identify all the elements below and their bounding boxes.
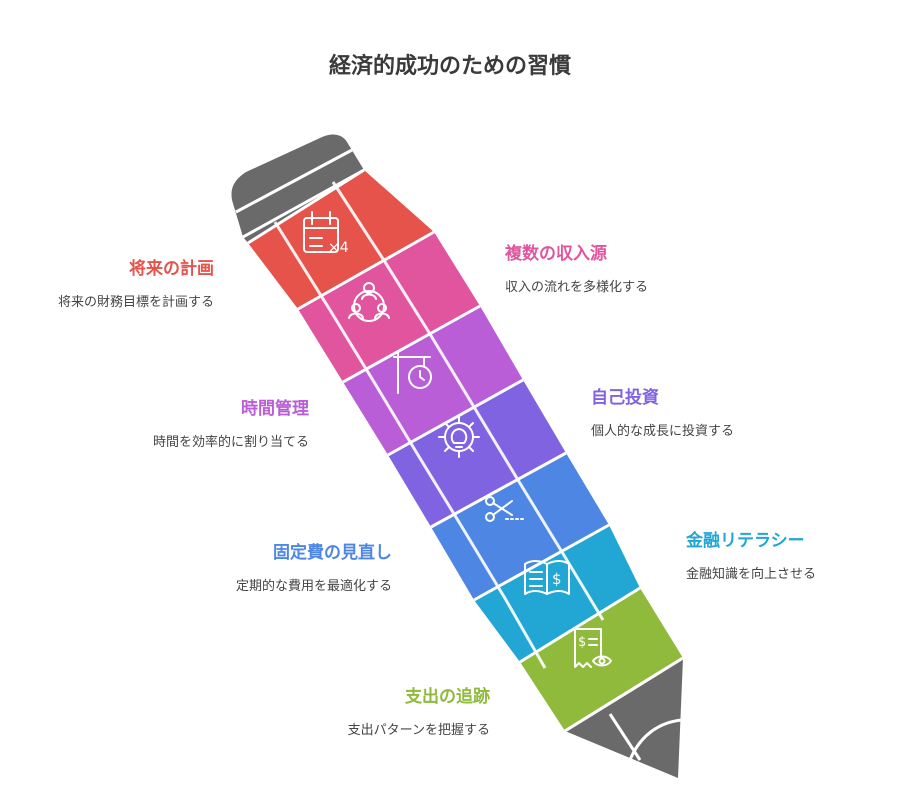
step-4-description: 個人的な成長に投資する (591, 424, 735, 439)
gear-lightbulb-icon (438, 416, 480, 458)
step-5-title: 固定費の見直し (273, 543, 392, 563)
step-3-title: 時間管理 (241, 399, 309, 419)
step-1-label: 将来の計画 将来の財務目標を計画する (58, 258, 214, 312)
step-6-label: 金融リテラシー 金融知識を向上させる (686, 530, 816, 584)
step-2-description: 収入の流れを多様化する (505, 280, 649, 295)
people-network-icon (348, 282, 390, 322)
segment-4 (388, 380, 566, 527)
pencil-tip (564, 656, 684, 778)
segment-6 (474, 525, 640, 662)
svg-text:$: $ (552, 570, 562, 588)
step-3-description: 時間を効率的に割り当てる (152, 435, 309, 450)
step-7-description: 支出パターンを把握する (347, 723, 490, 738)
step-3-label: 時間管理 時間を効率的に割り当てる (153, 398, 309, 452)
scissors-icon (485, 496, 525, 522)
step-5-label: 固定費の見直し 定期的な費用を最適化する (236, 542, 392, 596)
calendar-icon: ×4 (303, 211, 349, 256)
step-6-title: 金融リテラシー (686, 531, 805, 551)
segment-1 (248, 170, 434, 309)
step-1-description: 将来の財務目標を計画する (57, 295, 214, 310)
step-2-label: 複数の収入源 収入の流れを多様化する (505, 243, 648, 297)
step-2-title: 複数の収入源 (505, 244, 607, 264)
timer-sign-icon (393, 350, 432, 394)
page-title: 経済的成功のための習慣 (328, 54, 571, 79)
step-7-title: 支出の追跡 (405, 687, 490, 707)
svg-text:×4: ×4 (328, 240, 349, 256)
step-7-label: 支出の追跡 支出パターンを把握する (348, 686, 490, 740)
segment-2 (298, 232, 480, 382)
step-6-description: 金融知識を向上させる (686, 567, 817, 582)
step-4-label: 自己投資 個人的な成長に投資する (591, 387, 734, 441)
step-5-description: 定期的な費用を最適化する (235, 579, 392, 594)
segment-5 (431, 453, 609, 600)
segment-3 (343, 306, 523, 455)
book-dollar-icon: $ (524, 560, 570, 595)
step-4-title: 自己投資 (591, 388, 659, 408)
receipt-eye-icon: $ (574, 628, 612, 668)
step-1-title: 将来の計画 (129, 259, 214, 279)
svg-text:$: $ (578, 635, 586, 650)
